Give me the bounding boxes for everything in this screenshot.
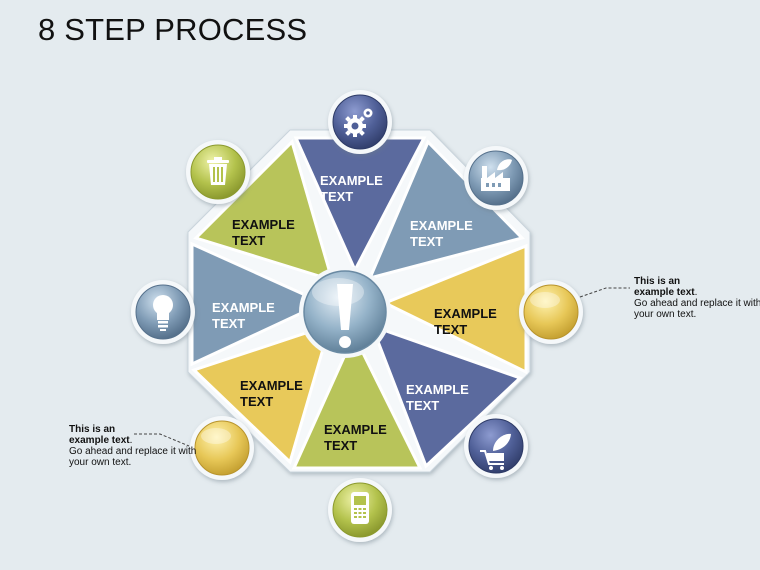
node-top-right[interactable] xyxy=(464,146,528,210)
node-bottom[interactable] xyxy=(328,478,392,542)
lightbulb-icon xyxy=(153,295,173,331)
page-title: 8 STEP PROCESS xyxy=(38,12,308,47)
node-bottom-left[interactable] xyxy=(190,416,254,480)
center-hub[interactable] xyxy=(299,266,391,358)
node-bottom-right[interactable] xyxy=(464,414,528,478)
node-top-left[interactable] xyxy=(186,140,250,204)
segment-bottom-right[interactable] xyxy=(369,323,523,469)
callout-left-line2-tail: . xyxy=(129,435,133,446)
callout-left-line2: example text xyxy=(69,435,130,446)
exclamation-icon xyxy=(337,284,353,348)
callout-left: This is an example text. Go ahead and re… xyxy=(69,424,199,468)
shopping-cart-leaf-icon xyxy=(480,433,511,470)
callout-left-body: Go ahead and replace it with your own te… xyxy=(69,446,197,468)
segments-group xyxy=(190,136,528,470)
callout-right: This is an example text. Go ahead and re… xyxy=(634,276,760,320)
mobile-phone-icon xyxy=(351,492,369,524)
callout-right-line2-tail: . xyxy=(694,287,698,298)
callout-right-line1: This is an xyxy=(634,276,681,287)
callout-right-line2: example text xyxy=(634,287,695,298)
node-top[interactable] xyxy=(328,90,392,154)
callout-left-line1: This is an xyxy=(69,424,116,435)
callout-right-body: Go ahead and replace it with your own te… xyxy=(634,298,760,320)
segment-bottom[interactable] xyxy=(291,331,423,470)
node-right[interactable] xyxy=(519,280,583,344)
trash-can-icon xyxy=(207,157,229,185)
segment-bottom-left[interactable] xyxy=(191,322,333,465)
callout-left-leader xyxy=(134,433,190,447)
node-left[interactable] xyxy=(131,280,195,344)
callout-right-leader xyxy=(579,287,630,298)
gears-icon xyxy=(344,108,373,137)
factory-leaf-icon xyxy=(481,159,512,191)
